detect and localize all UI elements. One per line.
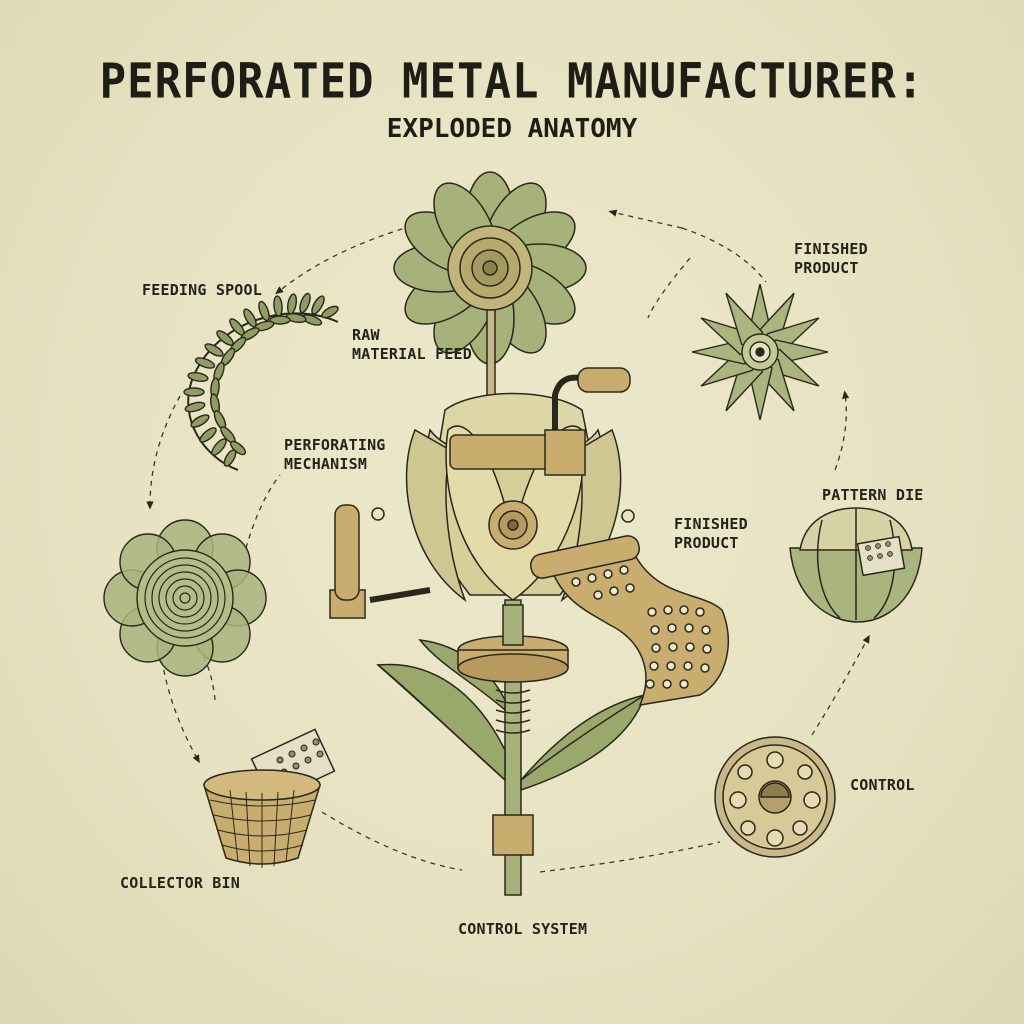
raw-material-flower [393,171,587,365]
label-raw-material-feed: RAW MATERIAL FEED [352,326,472,363]
label-feeding-spool: FEEDING SPOOL [142,281,262,299]
spring-assembly [457,604,569,856]
label-perforating-mechanism: PERFORATING MECHANISM [284,436,386,473]
control-dial-illustration [714,736,836,858]
diagram-title: PERFORATED METAL MANUFACTURER: [99,53,925,110]
feeding-spool-illustration [183,292,339,471]
pattern-die-illustration [789,507,923,623]
label-finished-product-top: FINISHED PRODUCT [794,240,868,277]
coil-illustration [103,519,267,677]
label-finished-product-center: FINISHED PRODUCT [674,515,748,552]
diagram-subtitle: EXPLODED ANATOMY [386,114,638,144]
label-control-system: CONTROL SYSTEM [458,920,588,938]
finished-product-illustration [691,283,829,421]
perforated-sheet [530,535,729,706]
label-control: CONTROL [850,776,915,794]
label-pattern-die: PATTERN DIE [822,486,924,504]
label-collector-bin: COLLECTOR BIN [120,874,240,892]
collector-bin-illustration [202,728,336,868]
